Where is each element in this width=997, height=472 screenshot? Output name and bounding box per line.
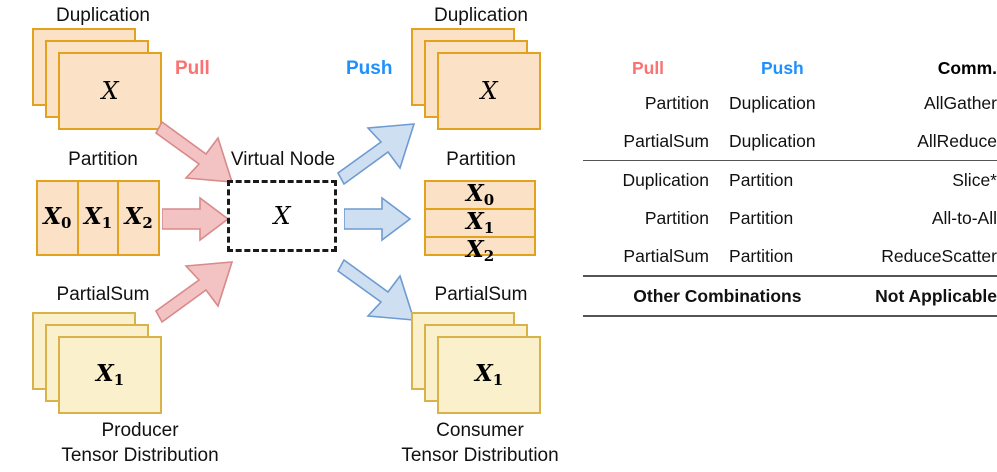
producer-partition-box: X0 X1 X2 xyxy=(36,180,160,256)
push-label: Push xyxy=(346,58,392,80)
header-pull: Pull xyxy=(631,57,665,78)
producer-caption-line1: Producer xyxy=(101,420,179,441)
producer-partialsum-title: PartialSum xyxy=(56,284,150,305)
producer-partition-title: Partition xyxy=(68,149,138,170)
cell-push: Duplication xyxy=(713,122,852,161)
consumer-partition-title: Partition xyxy=(446,149,516,170)
cell-push: Partition xyxy=(729,169,794,190)
sheet-front: X xyxy=(437,52,541,130)
table-header-row: Pull Push Comm. xyxy=(583,52,997,84)
pull-arrow-duplication xyxy=(154,120,234,183)
tensor-label-0: X0 xyxy=(465,180,495,210)
partition-cell-2: X2 xyxy=(117,182,158,254)
cell-comm: AllReduce xyxy=(851,122,997,161)
partition-cell-0: X0 xyxy=(38,182,77,254)
producer-duplication-title: Duplication xyxy=(56,5,150,26)
push-label-text: Push xyxy=(346,58,393,79)
partition-cell-1: X1 xyxy=(76,182,118,254)
tensor-label-2: X2 xyxy=(124,202,153,233)
pull-arrow-partialsum xyxy=(154,261,234,324)
cell-push: Duplication xyxy=(729,92,816,113)
cell-push: Partition xyxy=(713,237,852,277)
cell-push: Partition xyxy=(729,207,794,228)
tensor-label: X1 xyxy=(474,359,504,390)
producer-caption-line2: Tensor Distribution xyxy=(61,445,219,466)
push-arrow-duplication xyxy=(336,123,416,186)
partition-cell-0: X0 xyxy=(426,182,534,208)
consumer-caption: Consumer Tensor Distribution xyxy=(340,418,620,468)
header-comm: Comm. xyxy=(937,57,997,78)
comm-rules-table: Pull Push Comm. Partition Duplication Al… xyxy=(583,52,997,317)
sheet-front: X1 xyxy=(58,336,162,414)
virtual-node-tensor: X xyxy=(273,202,291,230)
pull-label: Pull xyxy=(175,58,210,80)
table-row: Duplication Partition Slice* xyxy=(583,161,997,200)
table-row: PartialSum Partition ReduceScatter xyxy=(583,237,997,277)
header-push: Push xyxy=(760,57,804,78)
partition-cell-1: X1 xyxy=(426,208,534,236)
cell-pull: PartialSum xyxy=(583,237,714,277)
sheet-front: X1 xyxy=(437,336,541,414)
consumer-duplication-title: Duplication xyxy=(434,5,528,26)
cell-comm: AllGather xyxy=(924,92,997,113)
table-row: Partition Duplication AllGather xyxy=(583,84,997,122)
sheet-front: X xyxy=(58,52,162,130)
push-arrow-partialsum xyxy=(336,258,416,321)
cell-comm: All-to-All xyxy=(931,207,997,228)
table-row: Partition Partition All-to-All xyxy=(583,199,997,237)
cell-pull: Partition xyxy=(644,207,710,228)
push-arrow-partition xyxy=(344,196,412,242)
footer-other-combinations: Other Combinations xyxy=(583,276,852,317)
tensor-label: X1 xyxy=(95,359,125,390)
partition-cell-2: X2 xyxy=(426,236,534,264)
consumer-partition-box: X0 X1 X2 xyxy=(424,180,536,264)
virtual-node-title: Virtual Node xyxy=(230,149,336,170)
consumer-partialsum-stack: X1 xyxy=(411,312,541,414)
cell-pull: Partition xyxy=(644,92,710,113)
virtual-node-box: X xyxy=(227,180,337,252)
table-row: PartialSum Duplication AllReduce xyxy=(583,122,997,161)
cell-comm: Slice* xyxy=(952,169,997,190)
table-footer-row: Other Combinations Not Applicable xyxy=(583,276,997,317)
pull-label-text: Pull xyxy=(175,58,210,79)
consumer-duplication-stack: X xyxy=(411,28,541,130)
cell-comm: ReduceScatter xyxy=(851,237,997,277)
tensor-label: X xyxy=(101,77,119,105)
cell-pull: Duplication xyxy=(622,169,710,190)
pull-arrow-partition xyxy=(162,196,230,242)
tensor-label: X xyxy=(480,77,498,105)
consumer-partialsum-title: PartialSum xyxy=(434,284,528,305)
producer-duplication-stack: X xyxy=(32,28,162,130)
consumer-caption-line2: Tensor Distribution xyxy=(401,445,559,466)
tensor-label-1: X1 xyxy=(83,202,113,233)
tensor-label-2: X2 xyxy=(465,236,495,266)
producer-caption: Producer Tensor Distribution xyxy=(0,418,280,468)
producer-partialsum-stack: X1 xyxy=(32,312,162,414)
tensor-label-1: X1 xyxy=(465,208,495,238)
tensor-label-0: X0 xyxy=(43,202,72,233)
cell-pull: PartialSum xyxy=(583,122,714,161)
consumer-caption-line1: Consumer xyxy=(436,420,524,441)
footer-not-applicable: Not Applicable xyxy=(851,276,997,317)
